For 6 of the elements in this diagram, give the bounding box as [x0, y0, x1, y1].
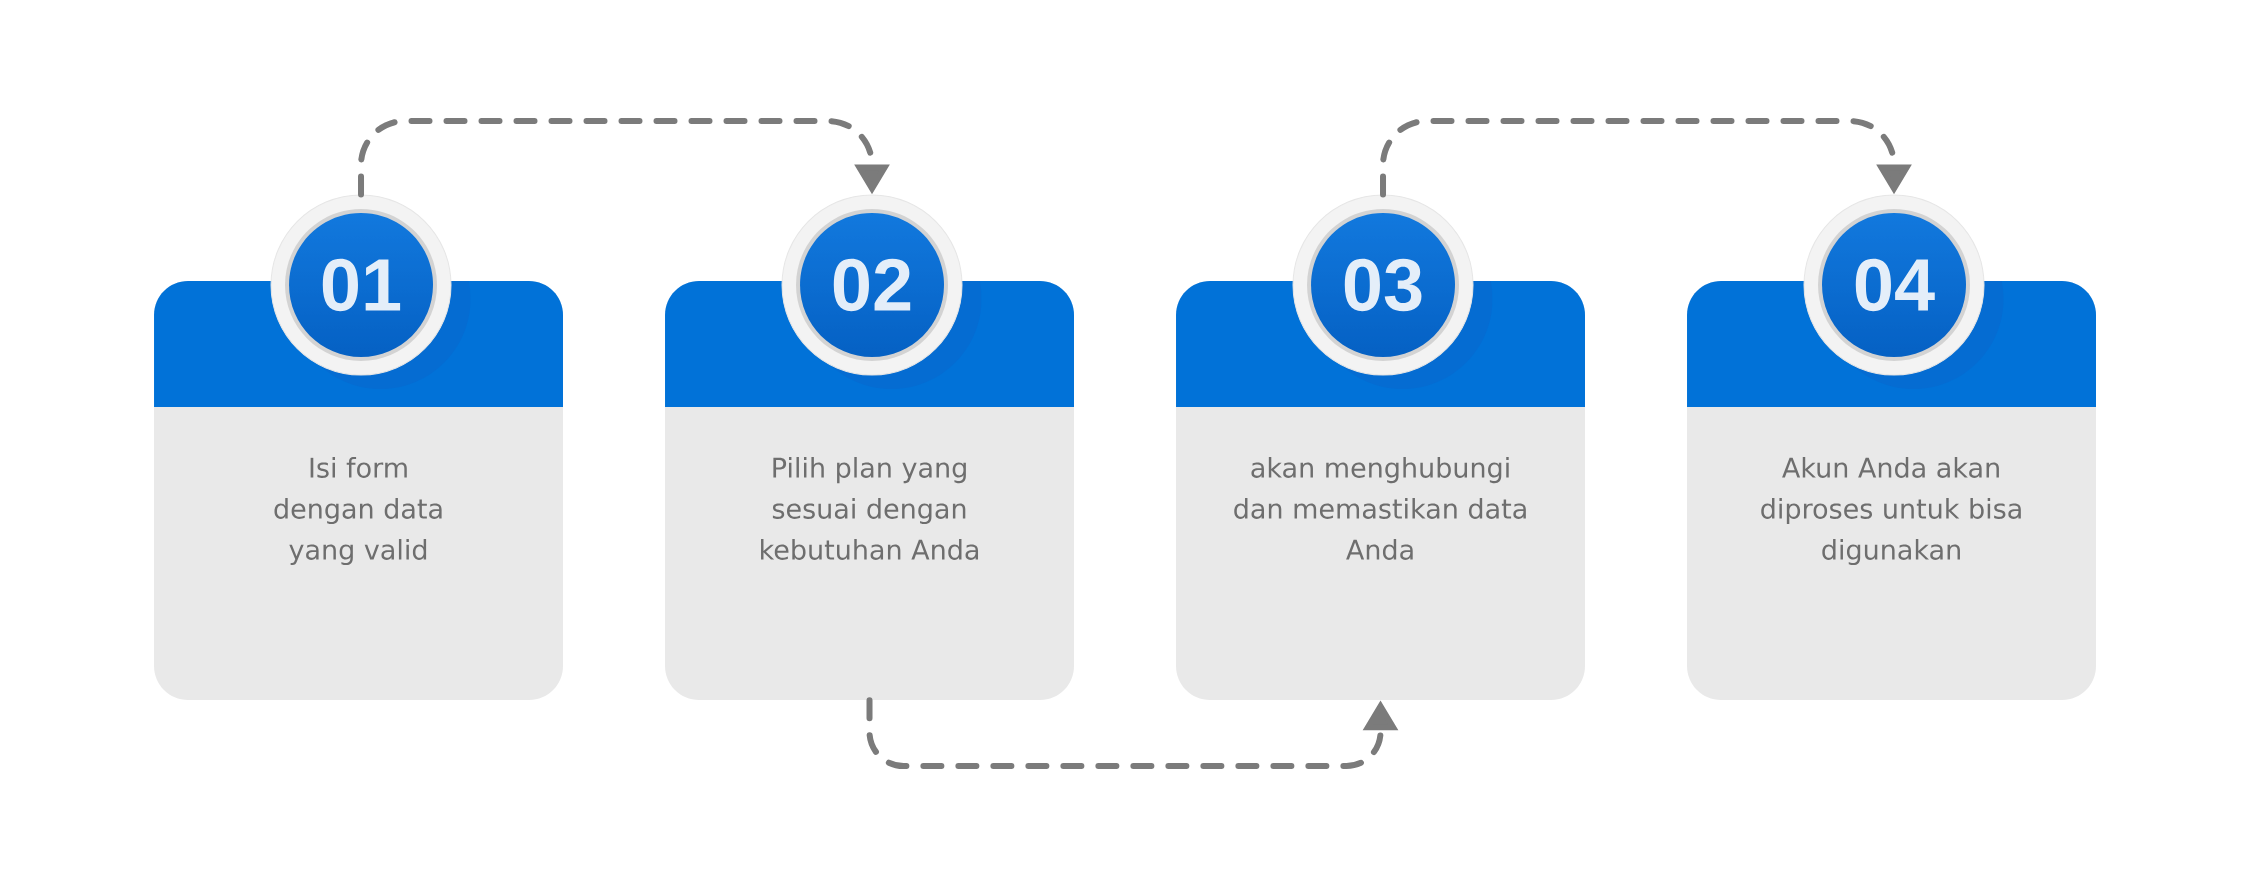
number-badge: 04 — [1803, 194, 1985, 376]
dashed-arrow — [1380, 118, 1912, 198]
number-badge: 02 — [781, 194, 963, 376]
number-badge: 01 — [270, 194, 452, 376]
number-badge: 03 — [1292, 194, 1474, 376]
dashed-arrow — [358, 118, 890, 198]
